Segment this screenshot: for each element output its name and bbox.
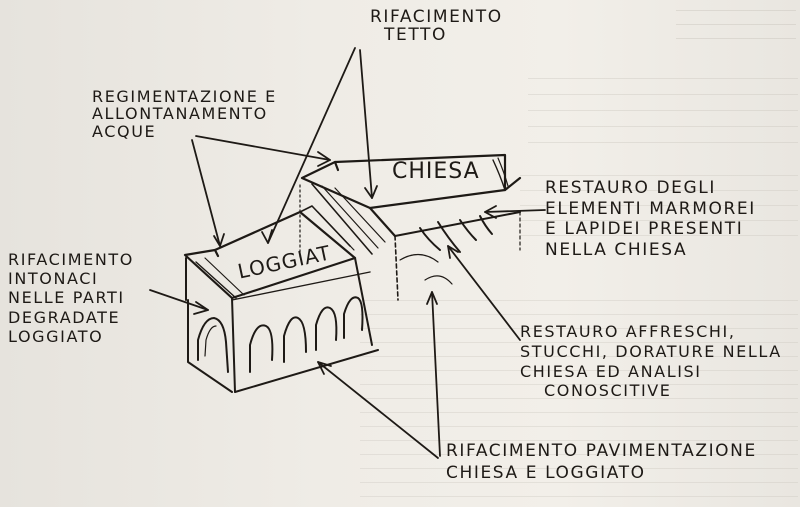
annotation-marble-restoration: RESTAURO DEGLI ELEMENTI MARMOREI E LAPID… bbox=[545, 178, 756, 261]
bleed-through-text bbox=[520, 175, 798, 245]
bleed-through-text bbox=[360, 300, 798, 500]
church-roof bbox=[300, 153, 522, 255]
church-walls bbox=[299, 184, 521, 301]
annotation-plaster-rebuild: RIFACIMENTO INTONACI NELLE PARTI DEGRADA… bbox=[8, 250, 134, 346]
loggia-roof bbox=[183, 205, 357, 300]
annotation-water-management: REGIMENTAZIONE E ALLONTANAMENTO ACQUE bbox=[92, 87, 277, 141]
annotation-fresco-restoration: RESTAURO AFFRESCHI, STUCCHI, DORATURE NE… bbox=[520, 322, 782, 401]
leader-lines bbox=[149, 47, 546, 459]
loggia-arches bbox=[197, 296, 364, 373]
church-label: CHIESA bbox=[392, 159, 480, 184]
loggia-walls bbox=[185, 257, 379, 393]
bleed-through-text bbox=[528, 78, 798, 158]
bleed-through-text bbox=[676, 10, 796, 50]
annotation-floor-rebuild: RIFACIMENTO PAVIMENTAZIONE CHIESA E LOGG… bbox=[446, 441, 757, 484]
annotation-roof-rebuild: RIFACIMENTO TETTO bbox=[370, 7, 503, 46]
